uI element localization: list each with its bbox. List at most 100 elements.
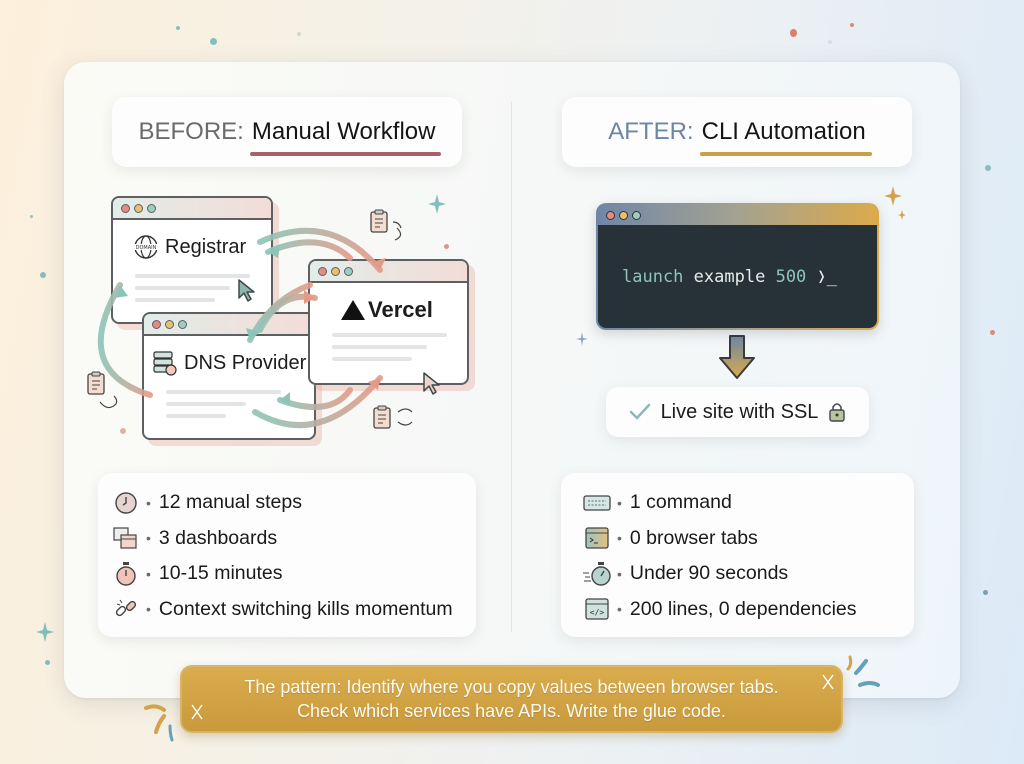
before-prefix: BEFORE: bbox=[138, 118, 244, 145]
domain-globe-icon: DOMAIN bbox=[134, 235, 158, 259]
column-divider bbox=[511, 102, 512, 632]
maximize-dot bbox=[632, 210, 641, 220]
stat-item: • 0 browser tabs bbox=[583, 521, 914, 557]
bullet: • bbox=[617, 494, 622, 511]
registrar-label: DOMAIN Registrar bbox=[133, 234, 246, 260]
scissors-icon bbox=[822, 674, 834, 690]
vercel-window: Vercel bbox=[308, 259, 469, 395]
placeholder-line bbox=[135, 298, 215, 302]
checkmark-icon bbox=[629, 403, 650, 420]
sparkle-icon bbox=[884, 186, 902, 206]
stat-item: • Context switching kills momentum bbox=[112, 592, 476, 628]
down-arrow-icon bbox=[719, 335, 755, 379]
stat-text: 12 manual steps bbox=[158, 491, 302, 514]
confetti-dot bbox=[45, 660, 50, 665]
stat-item: • 10-15 minutes bbox=[112, 556, 476, 592]
maximize-dot bbox=[344, 266, 353, 276]
bullet: • bbox=[146, 601, 151, 618]
stat-item: • 1 command bbox=[583, 485, 914, 521]
terminal-prompt: ❭_ bbox=[816, 266, 838, 287]
svg-text:DOMAIN: DOMAIN bbox=[136, 245, 157, 251]
code-file-icon: </> bbox=[583, 595, 611, 623]
bullet: • bbox=[617, 601, 622, 618]
stat-item: • 3 dashboards bbox=[112, 521, 476, 557]
arrow-registrar-to-vercel bbox=[257, 227, 383, 273]
banner-line-2: Check which services have APIs. Write th… bbox=[297, 701, 726, 721]
placeholder-line bbox=[135, 274, 250, 278]
confetti-dot bbox=[983, 590, 988, 595]
after-stats-card: • 1 command • 0 browser tabs • Under 90 … bbox=[561, 473, 914, 637]
confetti-dot bbox=[30, 215, 33, 218]
stat-text: 0 browser tabs bbox=[629, 526, 758, 549]
after-title-text: CLI Automation bbox=[701, 118, 866, 145]
vercel-triangle-icon bbox=[341, 300, 365, 320]
confetti-dot bbox=[444, 244, 449, 249]
confetti-dot bbox=[790, 29, 797, 37]
window-titlebar bbox=[310, 261, 467, 283]
stat-text: 200 lines, 0 dependencies bbox=[629, 597, 857, 620]
terminal-window: launch example 500 ❭_ bbox=[596, 203, 879, 330]
placeholder-line bbox=[135, 286, 230, 290]
terminal-titlebar bbox=[598, 205, 877, 225]
bullet: • bbox=[617, 530, 622, 547]
confetti-dot bbox=[210, 38, 217, 45]
svg-text:</>: </> bbox=[590, 608, 605, 617]
arrow-vercel-to-dns-lower bbox=[277, 387, 353, 411]
registrar-window: DOMAIN Registrar bbox=[111, 196, 273, 324]
close-dot bbox=[152, 319, 161, 329]
vercel-text: Vercel bbox=[368, 297, 433, 322]
maximize-dot bbox=[178, 319, 187, 329]
pattern-banner: The pattern: Identify where you copy val… bbox=[180, 665, 843, 733]
clock-icon bbox=[112, 489, 140, 517]
stat-text: 3 dashboards bbox=[158, 526, 278, 549]
before-title-pill: BEFORE: Manual Workflow bbox=[112, 97, 462, 167]
placeholder-line bbox=[166, 402, 246, 406]
server-stack-icon bbox=[153, 351, 177, 376]
stat-text: Context switching kills momentum bbox=[158, 597, 453, 620]
terminal-number: 500 bbox=[775, 266, 807, 287]
registrar-text: Registrar bbox=[165, 235, 247, 258]
after-prefix: AFTER: bbox=[608, 118, 694, 145]
bullet: • bbox=[146, 530, 151, 547]
confetti-dot bbox=[850, 23, 854, 27]
after-title: CLI Automation bbox=[699, 118, 872, 156]
clipboard-icon bbox=[87, 371, 118, 409]
window-titlebar bbox=[144, 314, 314, 336]
confetti-dot bbox=[297, 32, 301, 36]
clipboard-icon bbox=[370, 209, 402, 241]
arrow-vercel-to-registrar bbox=[265, 239, 353, 261]
result-pill: Live site with SSL bbox=[606, 387, 869, 437]
splash-decoration bbox=[144, 704, 174, 742]
window-titlebar bbox=[113, 198, 271, 220]
dns-provider-window: DNS Provider bbox=[142, 312, 316, 440]
vercel-label: Vercel bbox=[340, 297, 433, 323]
sparkle-icon bbox=[898, 210, 906, 220]
splash-decoration bbox=[846, 655, 880, 687]
bullet: • bbox=[146, 565, 151, 582]
clipboard-icon bbox=[373, 405, 413, 429]
stat-item: • 12 manual steps bbox=[112, 485, 476, 521]
after-underline bbox=[699, 152, 872, 156]
stat-text: Under 90 seconds bbox=[629, 562, 789, 585]
broken-link-icon bbox=[112, 595, 140, 623]
dns-provider-label: DNS Provider bbox=[152, 350, 306, 376]
confetti-dot bbox=[176, 26, 180, 30]
cursor-icon bbox=[423, 372, 440, 395]
placeholder-line bbox=[332, 333, 447, 337]
bullet: • bbox=[146, 494, 151, 511]
before-title-text: Manual Workflow bbox=[251, 118, 436, 145]
confetti-dot bbox=[120, 428, 126, 434]
arrow-dns-to-registrar bbox=[97, 282, 153, 398]
result-text: Live site with SSL bbox=[660, 400, 819, 423]
placeholder-line bbox=[332, 345, 427, 349]
sparkle-icon bbox=[428, 194, 446, 214]
minimize-dot bbox=[134, 203, 143, 213]
scissors-icon bbox=[191, 704, 203, 720]
placeholder-line bbox=[332, 357, 412, 361]
stat-text: 1 command bbox=[629, 491, 732, 514]
before-stats-card: • 12 manual steps • 3 dashboards • 10-15… bbox=[98, 473, 476, 637]
after-title-pill: AFTER: CLI Automation bbox=[562, 97, 912, 167]
before-underline bbox=[249, 152, 442, 156]
maximize-dot bbox=[147, 203, 156, 213]
terminal-window-icon bbox=[583, 524, 611, 552]
